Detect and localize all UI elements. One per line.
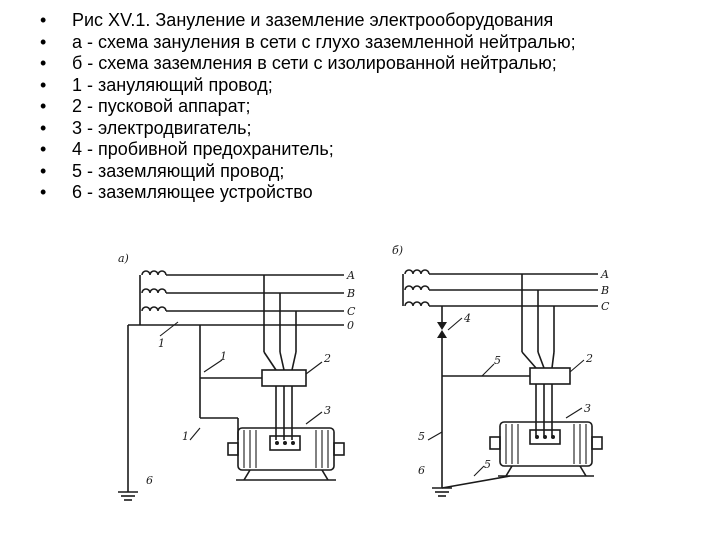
phase-label-c: C	[347, 305, 356, 318]
phase-label-a: A	[346, 269, 355, 282]
marker-5-top: 5	[494, 354, 501, 367]
grounding-conductor-a: 6	[118, 325, 153, 501]
marker-3: 3	[324, 404, 331, 417]
legend-text: 1 - зануляющий провод;	[72, 74, 273, 95]
legend-item: • 5 - заземляющий провод;	[40, 161, 576, 183]
electric-motor-b: 3	[489, 402, 603, 477]
zeroing-conductor-a: 1 1 1	[158, 321, 262, 443]
phase-label-c: C	[601, 300, 610, 313]
bullet-marker: •	[40, 53, 47, 73]
electric-motor-a: 3	[227, 404, 345, 481]
legend-text: 2 - пусковой аппарат;	[72, 96, 251, 116]
phase-label-b: B	[600, 284, 609, 297]
legend-list: • Рис XV.1. Зануление и заземление электр…	[40, 10, 576, 204]
legend-item: • Рис XV.1. Зануление и заземление электр…	[40, 10, 576, 32]
phase-label-0: 0	[347, 319, 354, 332]
legend-text: 6 - заземляющее устройство	[72, 182, 313, 202]
marker-5-mid: 5	[418, 430, 425, 443]
bullet-marker: •	[40, 160, 47, 181]
legend-item: • 1 - зануляющий провод;	[40, 75, 576, 97]
breakdown-fuse-b: 4	[437, 306, 471, 338]
transformer-coils-b	[402, 269, 430, 307]
phase-label-b: B	[346, 287, 355, 300]
marker-2: 2	[323, 352, 331, 365]
legend-item: • а - схема зануления в сети с глухо зазе…	[40, 32, 576, 54]
transformer-coils-a	[139, 270, 167, 325]
marker-5-low: 5	[484, 458, 491, 471]
legend-item: • 4 - пробивной предохранитель;	[40, 139, 576, 161]
panel-label-a: а)	[118, 252, 129, 265]
legend-item: • 6 - заземляющее устройство	[40, 182, 576, 204]
bullet-marker: •	[40, 10, 47, 30]
diagram-a: а) A B C 0 6	[118, 252, 356, 501]
bullet-marker: •	[40, 31, 47, 52]
legend-item: • 2 - пусковой аппарат;	[40, 96, 576, 118]
legend-text: б - схема заземления в сети с изолирован…	[72, 53, 557, 73]
feed-wires-b	[521, 274, 555, 436]
marker-6: 6	[146, 474, 153, 487]
legend-item: • 3 - электродвигатель;	[40, 118, 576, 140]
legend-text: а - схема зануления в сети с глухо зазем…	[72, 31, 576, 52]
legend-item: • б - схема заземления в сети с изолирова…	[40, 53, 576, 75]
feed-wires-a	[263, 275, 297, 440]
marker-6: 6	[418, 464, 425, 477]
starter-device-b: 2	[529, 352, 593, 385]
bullet-marker: •	[40, 117, 47, 138]
bullet-marker: •	[40, 96, 47, 116]
bullet-marker: •	[40, 139, 47, 159]
marker-1-mid: 1	[220, 350, 227, 363]
panel-label-b: б)	[392, 244, 403, 257]
grounding-conductor-b: 5 5 5 6	[418, 338, 530, 497]
phase-lines-a: A B C 0	[128, 269, 356, 332]
starter-device-a: 2	[261, 352, 331, 387]
legend-text: 5 - заземляющий провод;	[72, 160, 285, 181]
diagram-b: б) A B C 4	[392, 244, 610, 497]
phase-label-a: A	[600, 268, 609, 281]
marker-4: 4	[463, 312, 471, 325]
bullet-marker: •	[40, 182, 47, 202]
bullet-marker: •	[40, 74, 47, 95]
marker-1-low: 1	[182, 430, 189, 443]
marker-3: 3	[584, 402, 591, 415]
legend-text: 3 - электродвигатель;	[72, 117, 252, 138]
marker-1-top: 1	[158, 337, 165, 350]
figure-title: Рис XV.1. Зануление и заземление электро…	[72, 10, 554, 30]
marker-2: 2	[585, 352, 593, 365]
legend-text: 4 - пробивной предохранитель;	[72, 139, 334, 159]
phase-lines-b: A B C	[429, 268, 610, 313]
